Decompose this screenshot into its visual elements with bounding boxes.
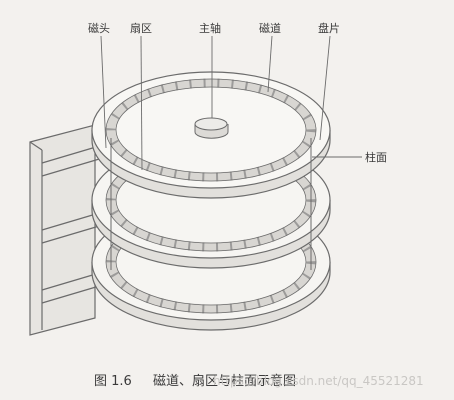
label-cylinder: 柱面 <box>365 150 387 164</box>
caption-title: 磁道、扇区与柱面示意图 <box>153 373 296 389</box>
sector-dividers <box>106 78 316 182</box>
leader-lines <box>100 35 362 171</box>
caption-figure-number: 图 1.6 <box>94 374 132 389</box>
label-spindle: 主轴 <box>199 21 221 35</box>
label-track: 磁道 <box>259 21 281 35</box>
label-sector: 扇区 <box>130 21 152 35</box>
watermark-text: https://blog.csdn.net/qq_45521281 <box>213 374 424 388</box>
label-head: 磁头 <box>88 22 110 35</box>
label-platter: 盘片 <box>318 21 340 35</box>
spindle-hub <box>194 117 228 131</box>
platter-top <box>91 71 331 199</box>
cylinder-lines <box>110 138 312 270</box>
